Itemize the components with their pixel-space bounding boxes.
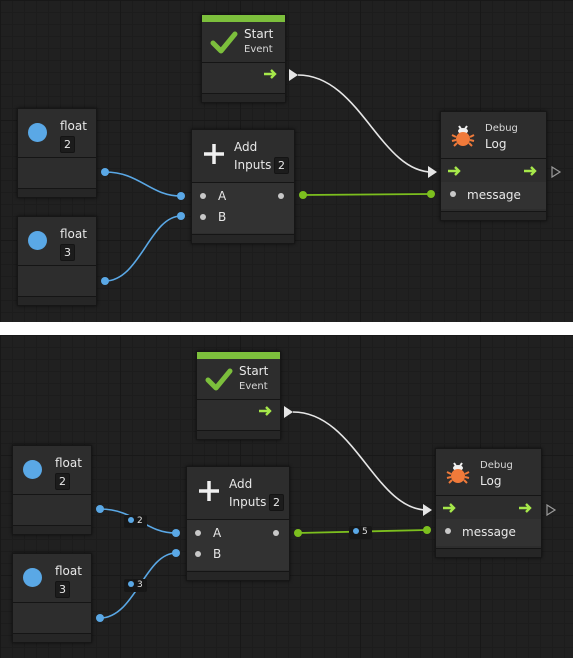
wire-value-b: 3: [124, 579, 147, 592]
float-node-2[interactable]: float 2: [12, 445, 92, 535]
float-value-field[interactable]: 3: [60, 244, 75, 261]
float-value-field[interactable]: 2: [60, 136, 75, 153]
wire-value-a: 2: [124, 515, 147, 528]
event-accent-bar: [202, 15, 285, 22]
float-node-3[interactable]: float 3: [17, 216, 97, 306]
panel-separator: [0, 322, 573, 335]
add-inputs-count[interactable]: 2: [274, 157, 289, 174]
wire-layer: [101, 69, 562, 285]
wire-value-result-text: 5: [362, 527, 368, 537]
input-b-port-dot: [195, 551, 201, 557]
start-node-title: Start: [244, 27, 274, 41]
flow-out-arrow-icon[interactable]: [263, 69, 279, 79]
log-node-title: Log: [485, 137, 507, 151]
wire-value-b-text: 3: [137, 580, 143, 590]
start-event-node[interactable]: Start Event: [201, 14, 286, 103]
input-b-label: B: [218, 210, 227, 224]
float-type-icon: [23, 568, 42, 587]
log-message-in-port[interactable]: [423, 526, 431, 534]
add-node-title: Add: [234, 140, 258, 154]
float2-out-port[interactable]: [96, 505, 104, 513]
float-node-label: float: [55, 456, 82, 470]
float-value-field[interactable]: 2: [55, 473, 70, 490]
flow-out-arrow-icon[interactable]: [258, 406, 274, 416]
input-a-label: A: [218, 189, 227, 203]
bug-icon: [451, 125, 475, 147]
debug-log-node[interactable]: Debug Log message: [435, 448, 542, 558]
start-event-node[interactable]: Start Event: [196, 351, 281, 440]
output-port-dot: [278, 193, 284, 199]
output-port-dot: [273, 530, 279, 536]
checkmark-icon: [205, 368, 233, 391]
flow-out-arrow-icon[interactable]: [523, 166, 539, 176]
wire-value-a-text: 2: [137, 516, 143, 526]
log-flow-end-triangle-icon[interactable]: [551, 165, 562, 179]
float-node-label: float: [55, 564, 82, 578]
start-node-subtitle: Event: [239, 381, 268, 392]
graph-canvas-bottom[interactable]: 2 3 5 Start Event float 2 float 3: [0, 335, 573, 658]
add-out-port[interactable]: [294, 529, 302, 537]
float-node-label: float: [60, 227, 87, 241]
message-port-dot: [445, 528, 451, 534]
log-flow-in-triangle-icon[interactable]: [423, 504, 432, 516]
add-inputs-count[interactable]: 2: [269, 494, 284, 511]
float-type-icon: [23, 460, 42, 479]
flow-out-arrow-icon[interactable]: [518, 503, 534, 513]
plus-icon: [199, 481, 219, 501]
message-label: message: [467, 188, 521, 202]
start-node-subtitle: Event: [244, 44, 273, 55]
wire-value-result: 5: [349, 526, 372, 539]
flow-in-arrow-icon[interactable]: [442, 503, 458, 513]
float-value-field[interactable]: 3: [55, 581, 70, 598]
add-inputs-label: Inputs: [234, 158, 272, 172]
wire-add-to-message[interactable]: [302, 193, 432, 196]
float-node-label: float: [60, 119, 87, 133]
log-flow-in-triangle-icon[interactable]: [428, 166, 437, 178]
input-a-port-dot: [200, 193, 206, 199]
message-port-dot: [450, 191, 456, 197]
flow-wire-start-to-log[interactable]: [292, 411, 428, 511]
float-node-2[interactable]: float 2: [17, 108, 97, 198]
graph-canvas-top[interactable]: Start Event float 2 float 3 Add Inputs 2…: [0, 0, 573, 322]
input-a-label: A: [213, 526, 222, 540]
input-b-port-dot: [200, 214, 206, 220]
checkmark-icon: [210, 31, 238, 54]
plus-icon: [204, 144, 224, 164]
add-node-title: Add: [229, 477, 253, 491]
log-message-in-port[interactable]: [427, 190, 435, 198]
add-out-port[interactable]: [299, 191, 307, 199]
float3-out-port[interactable]: [101, 277, 109, 285]
add-node[interactable]: Add Inputs 2 A B: [191, 129, 295, 244]
log-node-title: Log: [480, 474, 502, 488]
input-b-label: B: [213, 547, 222, 561]
float2-out-port[interactable]: [101, 168, 109, 176]
log-node-subtitle: Debug: [480, 460, 513, 471]
add-node[interactable]: Add Inputs 2 A B: [186, 466, 290, 581]
message-label: message: [462, 525, 516, 539]
add-inputs-label: Inputs: [229, 495, 267, 509]
add-a-in-port[interactable]: [172, 529, 180, 537]
add-a-in-port[interactable]: [177, 192, 185, 200]
debug-log-node[interactable]: Debug Log message: [440, 111, 547, 221]
float-node-3[interactable]: float 3: [12, 553, 92, 643]
start-flow-out-triangle-icon[interactable]: [284, 406, 293, 418]
log-node-subtitle: Debug: [485, 123, 518, 134]
wire-float2-to-a[interactable]: [104, 171, 182, 197]
start-node-title: Start: [239, 364, 269, 378]
wire-float3-to-b[interactable]: [104, 215, 182, 282]
add-b-in-port[interactable]: [177, 212, 185, 220]
bug-icon: [446, 462, 470, 484]
add-b-in-port[interactable]: [172, 549, 180, 557]
float-type-icon: [28, 123, 47, 142]
flow-wire-start-to-log[interactable]: [297, 74, 433, 173]
float3-out-port[interactable]: [96, 614, 104, 622]
start-flow-out-triangle-icon[interactable]: [289, 69, 298, 81]
float-type-icon: [28, 231, 47, 250]
log-flow-end-triangle-icon[interactable]: [546, 503, 557, 517]
event-accent-bar: [197, 352, 280, 359]
flow-in-arrow-icon[interactable]: [447, 166, 463, 176]
input-a-port-dot: [195, 530, 201, 536]
